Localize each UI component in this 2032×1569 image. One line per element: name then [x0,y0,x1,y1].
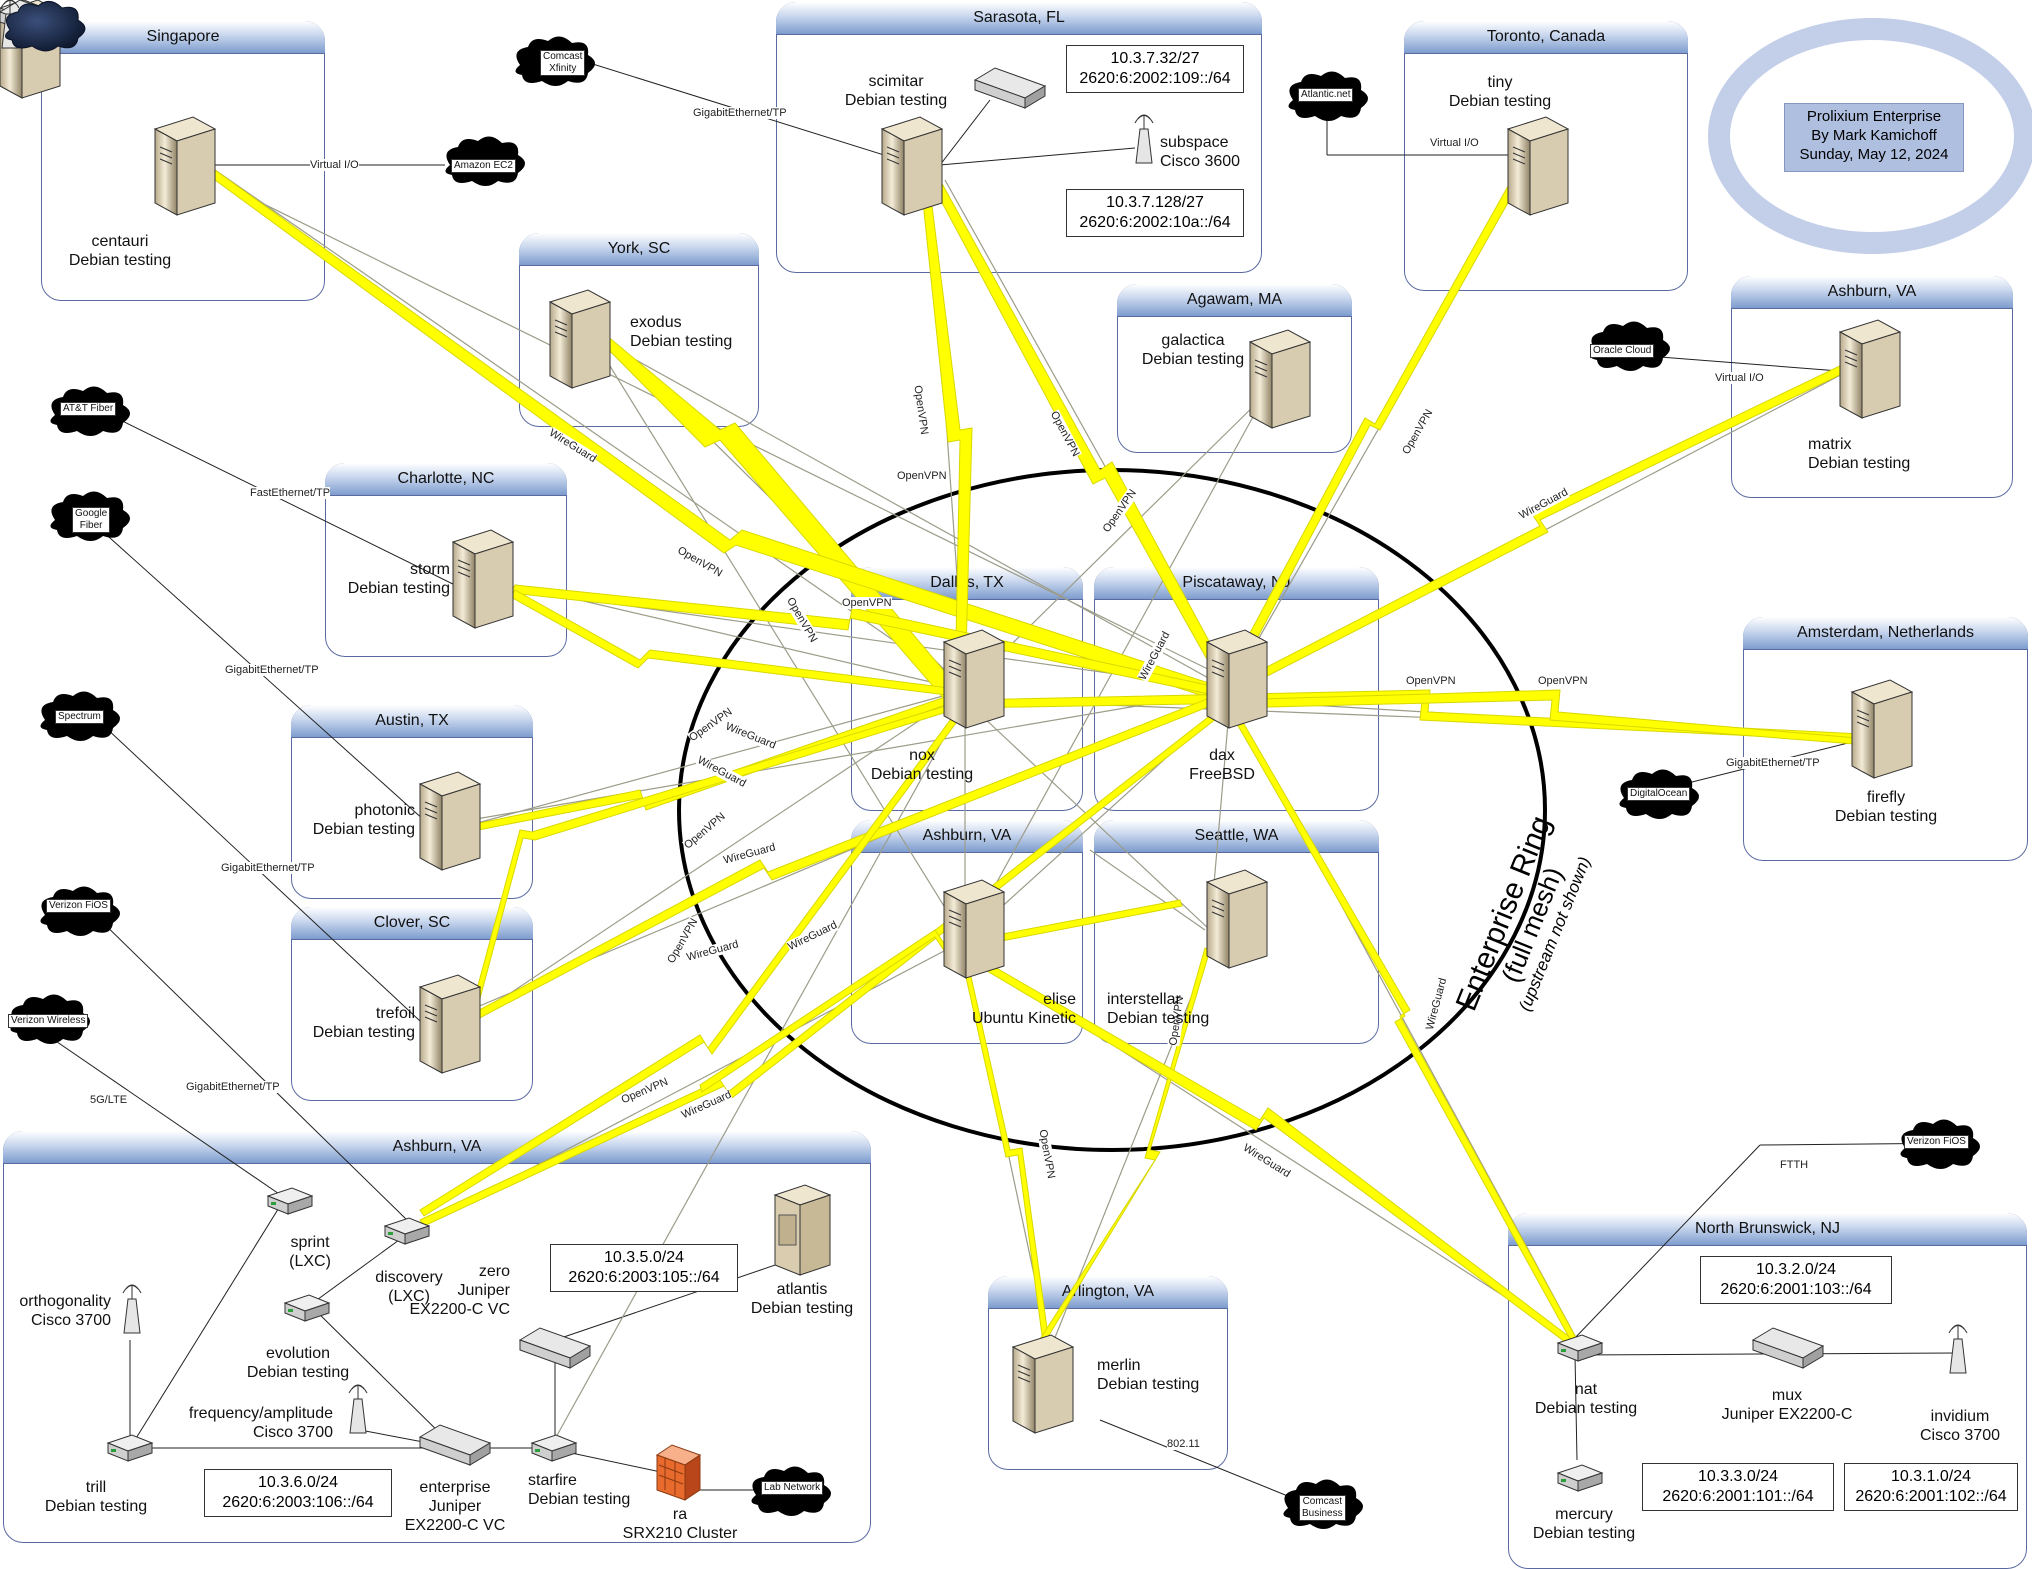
cloud-verizon-fios-east: Verizon FiOS [1904,1135,1969,1149]
node-discovery: discovery(LXC) [375,1269,443,1305]
site-title: Singapore [41,21,325,54]
subnet-box: 10.3.1.0/24 2620:6:2001:102::/64 [1844,1463,2018,1511]
site-title: Sarasota, FL [776,2,1262,35]
link-label: Virtual I/O [1715,372,1764,384]
link-label: 5G/LTE [90,1094,128,1106]
link-label: GigabitEthernet/TP [225,664,319,676]
subnet-box: 10.3.2.0/24 2620:6:2001:103::/64 [1700,1256,1892,1304]
cloud-spectrum: Spectrum [55,710,104,724]
site-title: Clover, SC [291,907,533,940]
site-title: Austin, TX [291,705,533,738]
credit-title: Prolixium Enterprise [1806,108,1942,125]
cloud-google-fiber: Google Fiber [72,507,111,533]
site-title: Agawam, MA [1117,284,1352,317]
title-ring-shape [1708,18,2032,254]
site-title: Piscataway, NJ [1094,567,1379,600]
node-sprint: sprint(LXC) [289,1234,331,1270]
credit-date: Sunday, May 12, 2024 [1799,146,1949,163]
site-title: York, SC [519,233,759,266]
link-label: Virtual I/O [310,159,359,171]
link-label: FTTH [1780,1159,1809,1171]
tunnel-label: OpenVPN [897,470,947,482]
tunnel-label: OpenVPN [1406,675,1456,687]
link-label: GigabitEthernet/TP [693,107,787,119]
site-charlotte: Charlotte, NC [325,463,567,657]
site-title: Charlotte, NC [325,463,567,496]
cloud-lab-network: Lab Network [761,1481,824,1495]
cloud-att-fiber: AT&T Fiber [60,402,117,416]
cloud-atlantic-net: Atlantic.net [1298,88,1354,102]
site-title: Ashburn, VA [3,1131,871,1164]
site-title: Ashburn, VA [1731,276,2013,309]
subnet-box: 10.3.7.128/27 2620:6:2002:10a::/64 [1066,189,1244,237]
link-label: GigabitEthernet/TP [1726,757,1820,769]
site-agawam: Agawam, MA [1117,284,1352,453]
cloud-digitalocean: DigitalOcean [1627,787,1691,801]
cloud-oracle: Oracle Cloud [1590,344,1655,358]
subnet-box: 10.3.7.32/27 2620:6:2002:109::/64 [1066,45,1244,93]
cloud-verizon-fios: Verizon FiOS [46,899,111,913]
link-label: 802.11 [1167,1438,1200,1450]
site-title: Toronto, Canada [1404,21,1688,54]
cloud-verizon-wireless: Verizon Wireless [8,1014,89,1028]
site-title: Amsterdam, Netherlands [1743,617,2028,650]
tunnel-label: OpenVPN [842,597,892,609]
link-label: FastEthernet/TP [250,487,331,499]
subnet-box: 10.3.5.0/24 2620:6:2003:105::/64 [550,1244,738,1292]
credit-author: By Mark Kamichoff [1811,127,1937,144]
tunnel-label: OpenVPN [1538,675,1588,687]
site-title: Arlington, VA [988,1276,1228,1309]
subnet-box: 10.3.6.0/24 2620:6:2003:106::/64 [204,1469,392,1517]
physical-links [24,59,1971,1506]
site-title: North Brunswick, NJ [1508,1213,2027,1246]
subnet-box: 10.3.3.0/24 2620:6:2001:101::/64 [1642,1463,1834,1511]
cloud-amazon-ec2: Amazon EC2 [451,159,516,173]
link-label: GigabitEthernet/TP [221,862,315,874]
cloud-comcast-business: Comcast Business [1299,1495,1346,1521]
link-label: Virtual I/O [1430,137,1479,149]
cloud-comcast-xfinity: Comcast Xfinity [540,50,586,76]
link-label: GigabitEthernet/TP [186,1081,280,1093]
site-title: Seattle, WA [1094,820,1379,853]
